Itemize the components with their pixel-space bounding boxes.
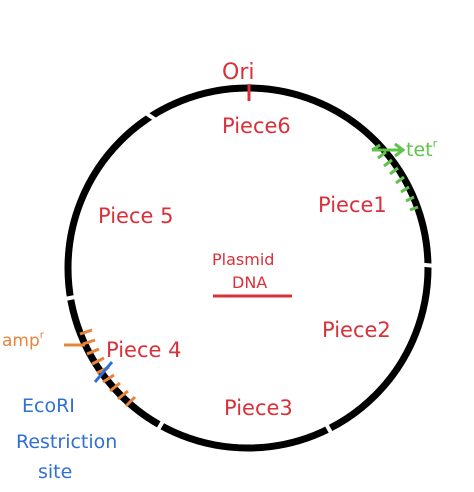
break-tick [150,419,165,442]
ecori-tick [93,361,114,383]
center-title-line1: Plasmid [212,250,274,269]
break-tick [324,422,339,445]
piece3-label: Piece3 [224,396,293,420]
tet-arrowhead [394,142,406,158]
piece5-label: Piece 5 [98,204,173,228]
break-tick [316,112,332,132]
break-tick [59,294,81,302]
amp-label: ampr [2,330,45,351]
center-title-line2: DNA [232,273,267,292]
ecori-label-line2: Restriction [16,431,117,453]
break-tick [145,112,167,128]
ecori-label-line3: site [38,461,72,483]
piece4-label: Piece 4 [106,338,181,362]
ecori-label-line1: EcoRI [22,395,75,417]
piece1-label: Piece1 [318,193,387,217]
segment-breaks [59,112,437,445]
piece6-label: Piece6 [222,114,291,138]
piece2-label: Piece2 [322,318,391,342]
break-tick [413,262,437,268]
tet-label: tetr [406,137,438,161]
ori-label: Ori [222,60,254,85]
